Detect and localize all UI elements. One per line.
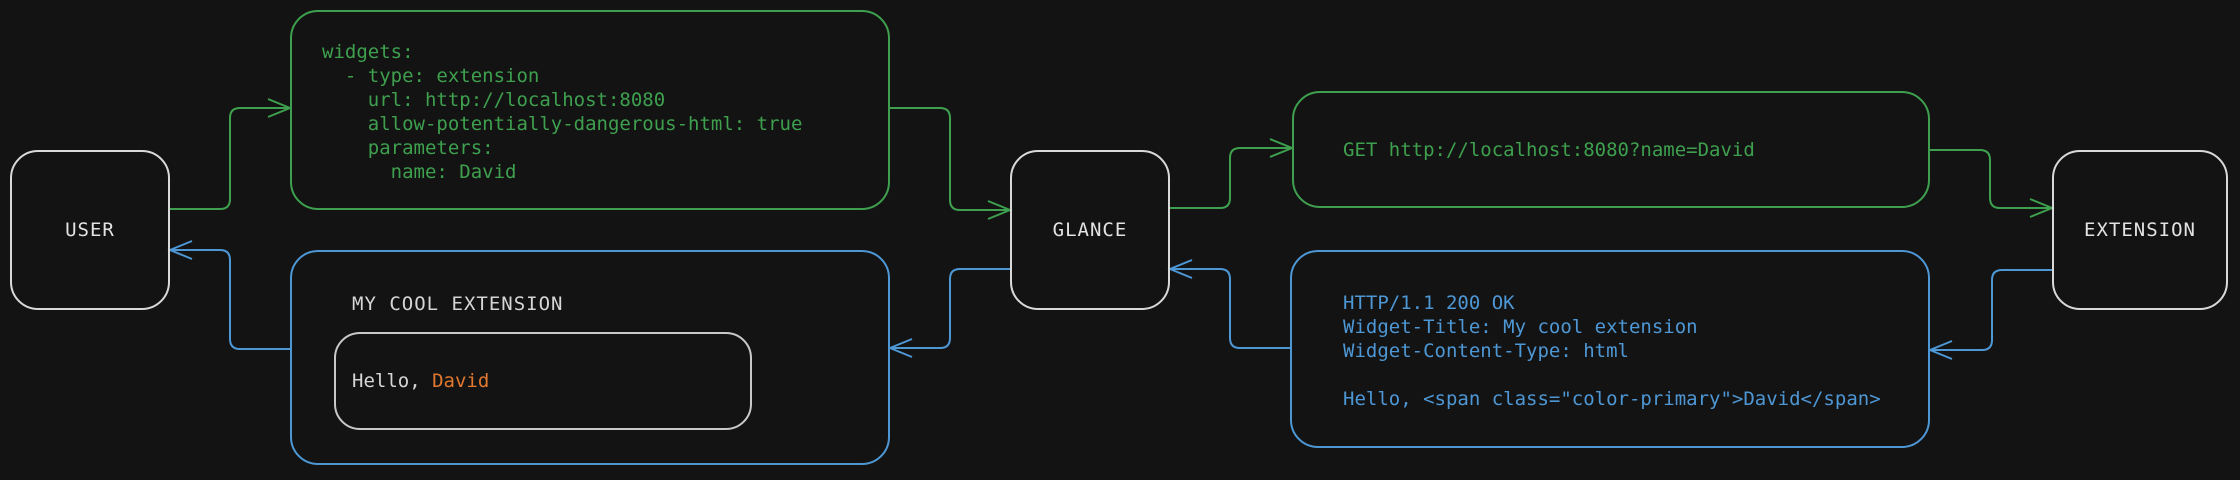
arrowhead-widget-to-user: [167, 240, 193, 260]
arrowhead-glance-to-widget: [887, 338, 913, 358]
widget-render-frame: Hello, David: [334, 332, 752, 430]
greeting-name: David: [432, 370, 490, 392]
arrow-config-to-glance: [890, 107, 1008, 211]
node-glance: GLANCE: [1010, 150, 1170, 310]
arrow-extension-to-response: [1932, 269, 2052, 351]
widget-greeting: Hello, David: [336, 369, 489, 393]
http-request-box: GET http://localhost:8080?name=David: [1292, 91, 1930, 208]
yaml-config-box: widgets: - type: extension url: http://l…: [290, 10, 890, 210]
http-response-code: HTTP/1.1 200 OK Widget-Title: My cool ex…: [1343, 292, 1881, 410]
arrow-glance-to-request: [1170, 147, 1290, 209]
node-user: USER: [10, 150, 170, 310]
rendered-widget-box: MY COOL EXTENSION Hello, David: [290, 250, 890, 465]
arrowhead-extension-to-response: [1927, 340, 1953, 360]
http-response-box: HTTP/1.1 200 OK Widget-Title: My cool ex…: [1290, 250, 1930, 448]
yaml-config-code: widgets: - type: extension url: http://l…: [322, 41, 803, 183]
arrow-user-to-config: [170, 107, 288, 210]
arrow-request-to-extension: [1930, 149, 2050, 209]
arrowhead-response-to-glance: [1167, 259, 1193, 279]
widget-title: MY COOL EXTENSION: [352, 293, 564, 315]
node-glance-label: GLANCE: [1052, 219, 1128, 241]
arrow-response-to-glance: [1172, 268, 1290, 349]
greeting-prefix: Hello,: [352, 370, 433, 392]
node-extension: EXTENSION: [2052, 150, 2228, 310]
node-extension-label: EXTENSION: [2084, 219, 2196, 241]
http-request-code: GET http://localhost:8080?name=David: [1343, 138, 1755, 161]
arrow-glance-to-widget: [892, 268, 1010, 349]
node-user-label: USER: [65, 219, 115, 241]
arrow-widget-to-user: [172, 249, 290, 350]
